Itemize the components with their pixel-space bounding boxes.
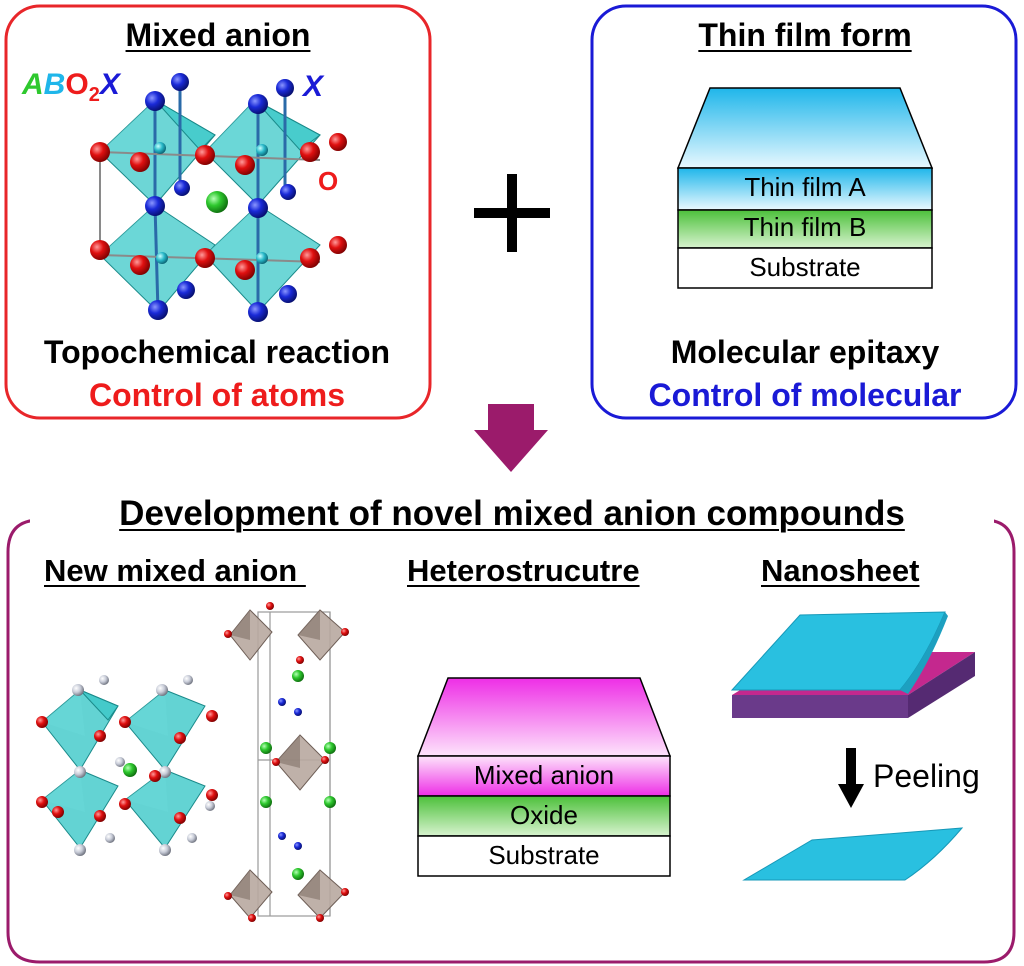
layer-mixed-anion: Mixed anion — [473, 760, 615, 790]
thin-film-form-title: Thin film form — [698, 17, 912, 53]
perovskite-crystal-structure — [90, 73, 347, 322]
heterostructure-stack — [416, 677, 672, 877]
heterostructure-title: Heterostrucutre — [407, 553, 640, 588]
layer-substrate-top: Substrate — [749, 252, 861, 282]
bottom-frame — [6, 518, 1016, 964]
plus-sign — [474, 174, 550, 252]
formula-label: ABO2X — [22, 68, 120, 107]
layer-thin-film-a: Thin film A — [744, 172, 866, 202]
molecular-epitaxy-caption: Molecular epitaxy — [670, 334, 940, 370]
top-right-frame — [590, 4, 1018, 420]
x-atom-label: X — [303, 70, 324, 103]
control-of-molecular-caption: Control of molecular — [648, 377, 962, 413]
new-mixed-anion-perovskite — [36, 675, 218, 856]
layered-unit-cell — [224, 602, 349, 922]
control-of-atoms-caption: Control of atoms — [89, 377, 345, 413]
o-atom-label: O — [318, 166, 339, 196]
mixed-anion-title: Mixed anion — [125, 17, 311, 53]
formula-b: B — [43, 68, 66, 101]
down-arrow — [474, 404, 548, 472]
formula-x: X — [99, 68, 120, 101]
thin-film-stack — [676, 87, 934, 289]
top-left-frame — [4, 4, 432, 420]
formula-a: A — [22, 68, 44, 101]
peeling-label: Peeling — [873, 758, 980, 794]
new-mixed-anion-title: New mixed anion — [44, 553, 306, 588]
layer-substrate-bottom: Substrate — [488, 840, 600, 870]
development-title: Development of novel mixed anion compoun… — [30, 494, 994, 534]
topochemical-caption: Topochemical reaction — [43, 334, 391, 370]
layer-thin-film-b: Thin film B — [743, 212, 867, 242]
formula-sub: 2 — [88, 84, 100, 106]
nanosheet-illustration — [730, 611, 975, 881]
layer-oxide: Oxide — [510, 800, 578, 830]
formula-o: O — [65, 68, 89, 101]
nanosheet-title: Nanosheet — [761, 553, 920, 588]
